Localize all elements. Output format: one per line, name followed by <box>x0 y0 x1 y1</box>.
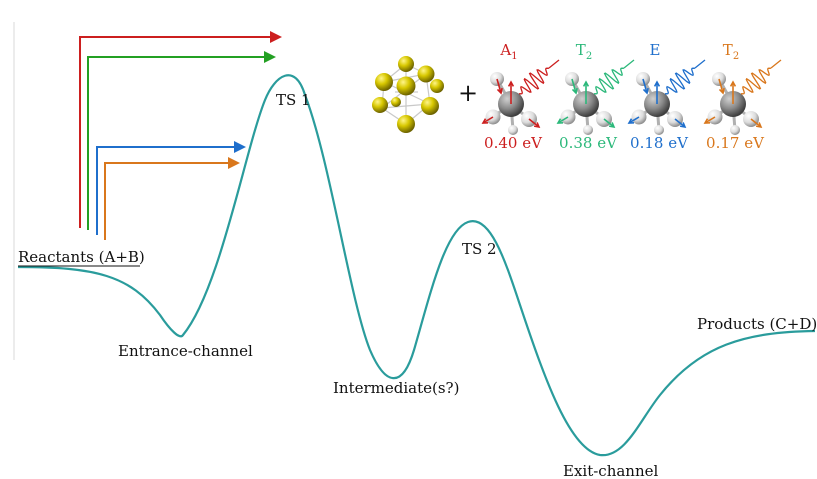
vibrational-modes: A1 0.40 eV T2 0.38 eV E 0.18 eV T2 0.17 eV <box>481 41 782 152</box>
potential-energy-curve <box>17 74 816 457</box>
mode-energy-label: 0.40 eV <box>484 134 543 152</box>
mode-2: T2 0.38 eV <box>556 41 635 152</box>
green-arrow <box>87 51 276 230</box>
vibration-wave-icon <box>518 59 560 95</box>
vibration-wave-icon <box>740 59 782 95</box>
mode-1: A1 0.40 eV <box>481 41 560 152</box>
displacement-arrows <box>627 78 687 129</box>
mode-energy-label: 0.18 eV <box>630 134 689 152</box>
exit-channel-label: Exit-channel <box>563 462 659 479</box>
gold-cluster-icon <box>372 56 444 133</box>
mode-symbol: T2 <box>723 41 739 62</box>
ts2-label: TS 2 <box>462 240 497 258</box>
products-label: Products (C+D) <box>697 315 817 333</box>
intermediate-label: Intermediate(s?) <box>333 379 459 397</box>
vibration-wave-icon <box>664 59 706 95</box>
vibration-wave-icon <box>593 59 635 95</box>
mode-4: T2 0.17 eV <box>703 41 782 152</box>
mode-energy-label: 0.17 eV <box>706 134 765 152</box>
plus-sign: + <box>458 79 478 107</box>
red-arrow <box>79 31 282 228</box>
mode-symbol: A1 <box>499 41 517 62</box>
orange-arrow <box>104 157 240 240</box>
displacement-arrows <box>481 78 541 129</box>
reactants-label: Reactants (A+B) <box>18 248 145 266</box>
energy-arrows <box>79 31 282 240</box>
mode-energy-label: 0.38 eV <box>559 134 618 152</box>
displacement-arrows <box>556 78 616 129</box>
blue-arrow <box>96 141 246 235</box>
ts1-label: TS 1 <box>276 91 311 109</box>
mode-3: E 0.18 eV <box>627 41 706 152</box>
methane-molecule-icon <box>485 72 537 135</box>
entrance-channel-label: Entrance-channel <box>118 342 253 360</box>
mode-symbol: E <box>650 41 661 59</box>
displacement-arrows <box>703 78 763 129</box>
mode-symbol: T2 <box>576 41 592 62</box>
